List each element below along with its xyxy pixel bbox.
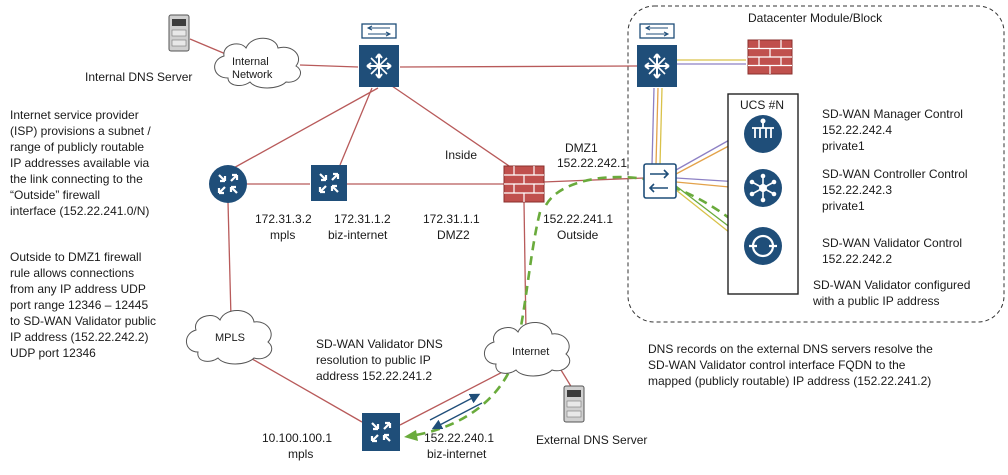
dmz1-ip: 152.22.242.1 (557, 156, 627, 170)
manager-name: SD-WAN Manager Control (822, 107, 963, 121)
dns-resolution-line: resolution to public IP (316, 353, 431, 367)
external-dns-server-icon (563, 385, 585, 423)
flow-arrow-head-branch (404, 430, 418, 441)
validator-public-note-1: SD-WAN Validator configured (813, 278, 970, 292)
rule-note-line: to SD-WAN Validator public (10, 314, 156, 328)
controller-ip: 152.22.242.3 (822, 183, 892, 197)
datacenter-access-switch-icon (643, 163, 677, 199)
outside-ip: 152.22.241.1 (543, 212, 613, 226)
bizinet-label: biz-internet (328, 228, 388, 242)
isp-note-line: range of publicly routable (10, 140, 144, 154)
datacenter-block (627, 5, 1005, 323)
internal-network-label-1: Internal (232, 56, 269, 68)
internet-cloud: Internet (484, 322, 571, 377)
dns-records-line: DNS records on the external DNS servers … (648, 342, 933, 356)
rule-note-line: IP address (152.22.242.2) (10, 330, 149, 344)
sdwan-manager-icon (744, 115, 782, 153)
mpls-router-icon (209, 165, 247, 203)
validator-ip: 152.22.242.2 (822, 252, 892, 266)
mpls-label: mpls (270, 228, 295, 242)
validator-public-note-2: with a public IP address (812, 294, 940, 308)
bizinet-ip: 172.31.1.2 (334, 212, 391, 226)
controller-name: SD-WAN Controller Control (822, 167, 968, 181)
dns-resolution-line: address 152.22.241.2 (316, 369, 432, 383)
internet-cloud-label: Internet (512, 346, 549, 358)
edge-firewall-icon (503, 165, 545, 203)
isp-note-line: the link connecting to the (10, 172, 143, 186)
rule-note-line: UDP port 12346 (10, 346, 96, 360)
dmz2-label: DMZ2 (437, 228, 470, 242)
isp-note-line: IP addresses available via (10, 156, 150, 170)
branch-bizinet-label: biz-internet (427, 447, 487, 461)
datacenter-firewall-icon (747, 39, 793, 75)
inside-label: Inside (445, 148, 477, 162)
sdwan-validator-icon (744, 227, 782, 265)
dns-records-line: SD-WAN Validator control interface FQDN … (648, 358, 906, 372)
rule-note-line: port range 12346 – 12445 (10, 298, 148, 312)
manager-ip: 152.22.242.4 (822, 123, 892, 137)
mpls-cloud-label: MPLS (215, 332, 245, 344)
dns-query-arrow (429, 393, 481, 421)
isp-note: Internet service provider (ISP) provisio… (10, 108, 151, 218)
datacenter-title: Datacenter Module/Block (748, 11, 883, 25)
dns-resolution-line: SD-WAN Validator DNS (316, 337, 443, 351)
external-dns-label: External DNS Server (536, 433, 647, 447)
dmz2-ip: 172.31.1.1 (423, 212, 480, 226)
dns-response-arrow (431, 402, 483, 430)
sdwan-controller-icon (744, 169, 782, 207)
firewall-rule-note: Outside to DMZ1 firewall rule allows con… (10, 250, 156, 360)
core-switch-icon (359, 23, 399, 87)
rule-note-line: Outside to DMZ1 firewall (10, 250, 141, 264)
validator-name: SD-WAN Validator Control (822, 236, 962, 250)
branch-mpls-ip: 10.100.100.1 (262, 431, 332, 445)
internal-dns-label: Internal DNS Server (85, 70, 192, 84)
branch-router-icon (362, 413, 400, 451)
dns-resolution-note: SD-WAN Validator DNS resolution to publi… (316, 337, 443, 383)
internal-dns-server-icon (168, 14, 190, 52)
controller-vpn: private1 (822, 199, 865, 213)
isp-note-line: interface (152.22.241.0/N) (10, 204, 149, 218)
biz-internet-router-icon (311, 165, 347, 201)
isp-note-line: Internet service provider (10, 108, 139, 122)
branch-bizinet-ip: 152.22.240.1 (424, 431, 494, 445)
mpls-cloud: MPLS (186, 310, 273, 365)
datacenter-switch-icon (637, 23, 677, 87)
internal-network-cloud: Internal Network (214, 37, 301, 89)
ucs-label: UCS #N (740, 98, 784, 112)
internal-network-label-2: Network (232, 69, 273, 81)
isp-note-line: (ISP) provisions a subnet / (10, 124, 151, 138)
isp-note-line: “Outside” firewall (10, 188, 100, 202)
mpls-ip: 172.31.3.2 (255, 212, 312, 226)
outside-label: Outside (557, 228, 599, 242)
rule-note-line: from any IP address UDP (10, 282, 146, 296)
dns-records-line: mapped (publicly routable) IP address (1… (648, 374, 931, 388)
rule-note-line: rule allows connections (10, 266, 134, 280)
dmz1-label: DMZ1 (565, 141, 598, 155)
branch-mpls-label: mpls (288, 447, 313, 461)
dns-records-note: DNS records on the external DNS servers … (648, 342, 933, 388)
manager-vpn: private1 (822, 139, 865, 153)
